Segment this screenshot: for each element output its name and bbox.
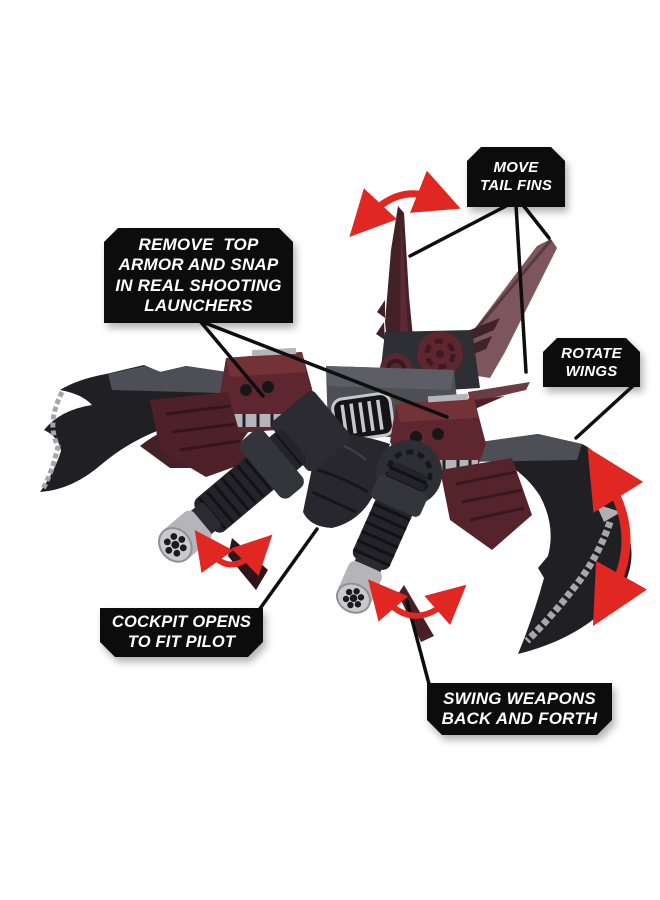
leader-remove-left-launcher [198, 319, 265, 398]
left-tail-fin [376, 206, 414, 363]
left-wing-blade-edge [40, 390, 65, 491]
leader-move-right-fin-tip [521, 203, 551, 240]
leader-move-right-fin-base [514, 203, 528, 374]
callout-line: REMOVE TOP [138, 235, 259, 255]
callout-line: IN REAL SHOOTING [115, 275, 282, 295]
rotation-arrow-right-cannon [368, 579, 467, 626]
callout-rotate-wings: ROTATE WINGS [543, 338, 640, 387]
callout-line: TO FIT PILOT [127, 632, 236, 651]
callout-line: SWING WEAPONS [443, 688, 596, 708]
leader-cockpit-nose [257, 527, 319, 612]
callout-swing-weapons: SWING WEAPONS BACK AND FORTH [427, 683, 612, 735]
rotation-arrow-tail-fins [349, 170, 461, 237]
leader-move-left-fin [408, 203, 510, 258]
leader-rotate-wing [574, 383, 636, 440]
rotation-arrows [194, 170, 648, 627]
callout-line: MOVE [493, 159, 539, 177]
callout-line: WINGS [565, 362, 618, 380]
callout-move-tail-fins: MOVE TAIL FINS [467, 147, 565, 207]
rotation-arrow-left-cannon [194, 529, 273, 576]
callout-line: ARMOR AND SNAP [118, 255, 279, 275]
rotation-arrow-wing [587, 447, 648, 627]
callout-line: COCKPIT OPENS [111, 613, 252, 632]
callout-line: ROTATE [561, 344, 622, 362]
leader-remove-right-launcher [198, 319, 449, 419]
callout-line: BACK AND FORTH [441, 709, 598, 728]
callout-line: LAUNCHERS [144, 295, 253, 315]
callout-line: TAIL FINS [479, 177, 553, 194]
callout-remove-top-armor: REMOVE TOP ARMOR AND SNAP IN REAL SHOOTI… [104, 228, 293, 323]
right-muzzle-holes [342, 588, 365, 609]
right-canard [468, 382, 530, 403]
left-muzzle-holes [163, 533, 187, 557]
intake-grille [331, 392, 395, 443]
callout-cockpit-opens: COCKPIT OPENS TO FIT PILOT [100, 608, 263, 657]
